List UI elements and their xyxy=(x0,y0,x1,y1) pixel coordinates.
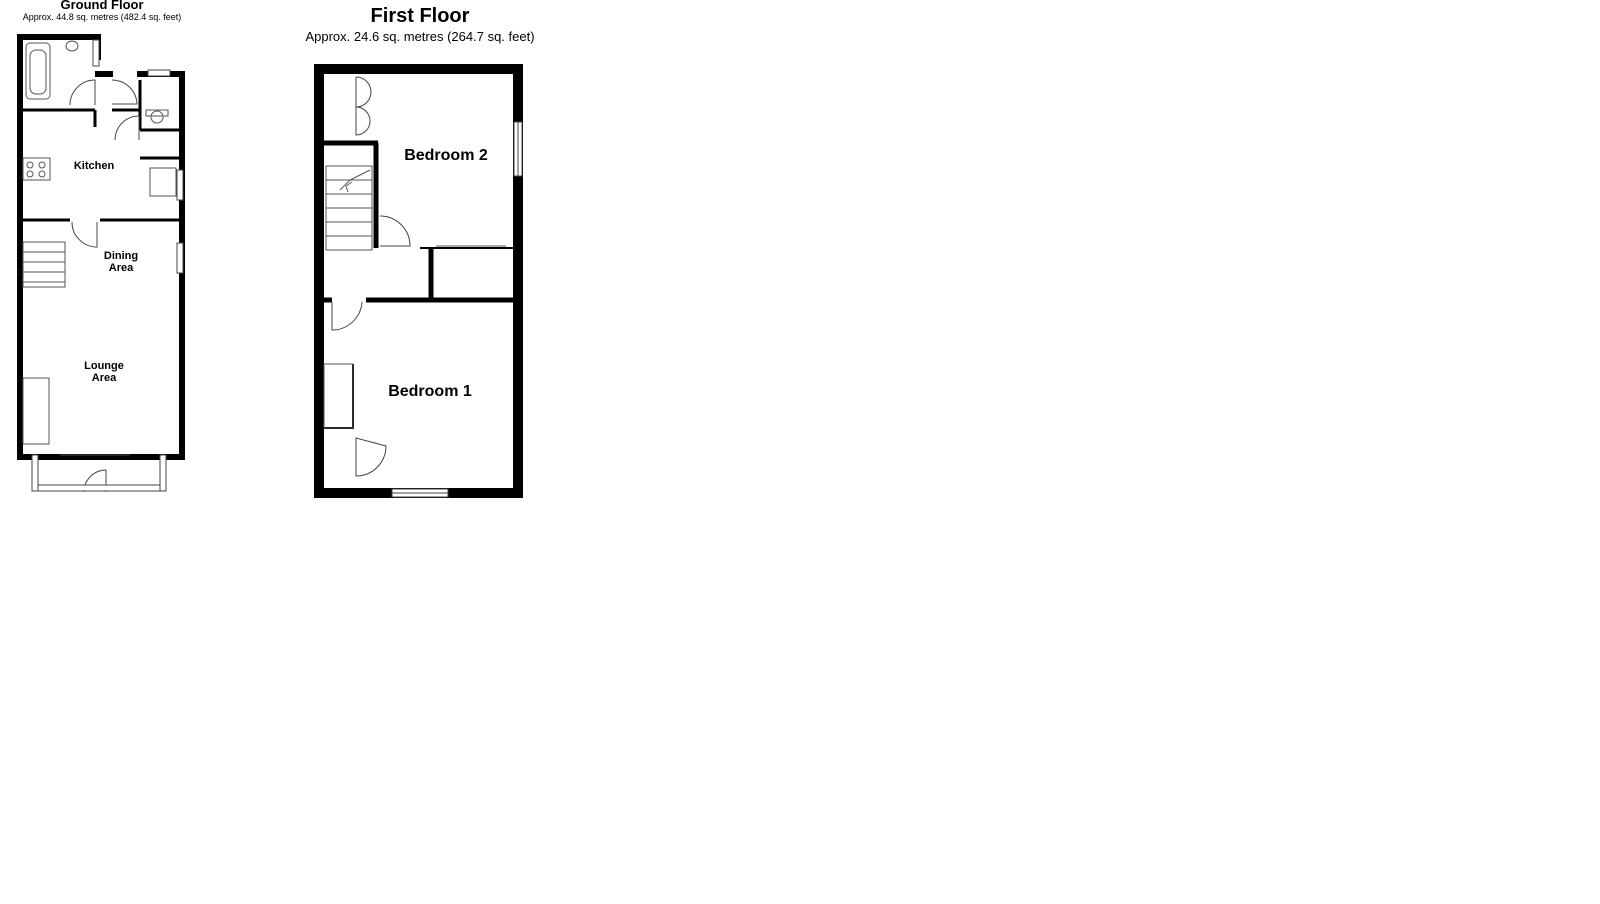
room-label-lounge-line2: Area xyxy=(92,372,117,384)
bathroom-fixtures xyxy=(25,40,169,124)
ground-floor-stairs xyxy=(22,241,66,288)
first-floor-area: Approx. 24.6 sq. metres (264.7 sq. feet) xyxy=(305,29,534,44)
room-label-dining-line1: Dining xyxy=(104,250,138,262)
room-label-lounge-line1: Lounge xyxy=(84,360,124,372)
ground-floor-windows xyxy=(31,39,184,492)
wardrobe-door-icon xyxy=(355,76,372,108)
room-label-bedroom-2: Bedroom 2 xyxy=(404,147,488,164)
first-floor-internal-walls xyxy=(324,140,513,303)
ground-floor-doors xyxy=(69,79,140,493)
ground-floor-title: Ground Floor xyxy=(60,0,143,12)
ground-floor-internal-walls xyxy=(23,80,179,222)
room-label-dining-line2: Area xyxy=(109,262,134,274)
first-floor-doors xyxy=(331,76,506,477)
ground-floor-area: Approx. 44.8 sq. metres (482.4 sq. feet) xyxy=(23,12,182,22)
kitchen-units xyxy=(22,157,177,445)
bath-icon xyxy=(25,42,51,100)
ground-floor: Ground Floor Approx. 44.8 sq. metres (48… xyxy=(17,0,185,493)
sink-icon xyxy=(65,40,79,52)
ground-floor-walls xyxy=(17,34,185,460)
toilet-icon xyxy=(150,110,164,124)
first-floor: First Floor Approx. 24.6 sq. metres (264… xyxy=(305,5,535,498)
first-floor-thin-walls xyxy=(323,247,513,429)
first-floor-windows xyxy=(391,121,523,498)
first-floor-title: First Floor xyxy=(371,5,470,27)
room-label-bedroom-1: Bedroom 1 xyxy=(388,383,472,400)
room-label-kitchen: Kitchen xyxy=(74,160,115,172)
first-floor-stairs xyxy=(325,165,373,251)
first-floor-outer-wall xyxy=(314,64,523,498)
